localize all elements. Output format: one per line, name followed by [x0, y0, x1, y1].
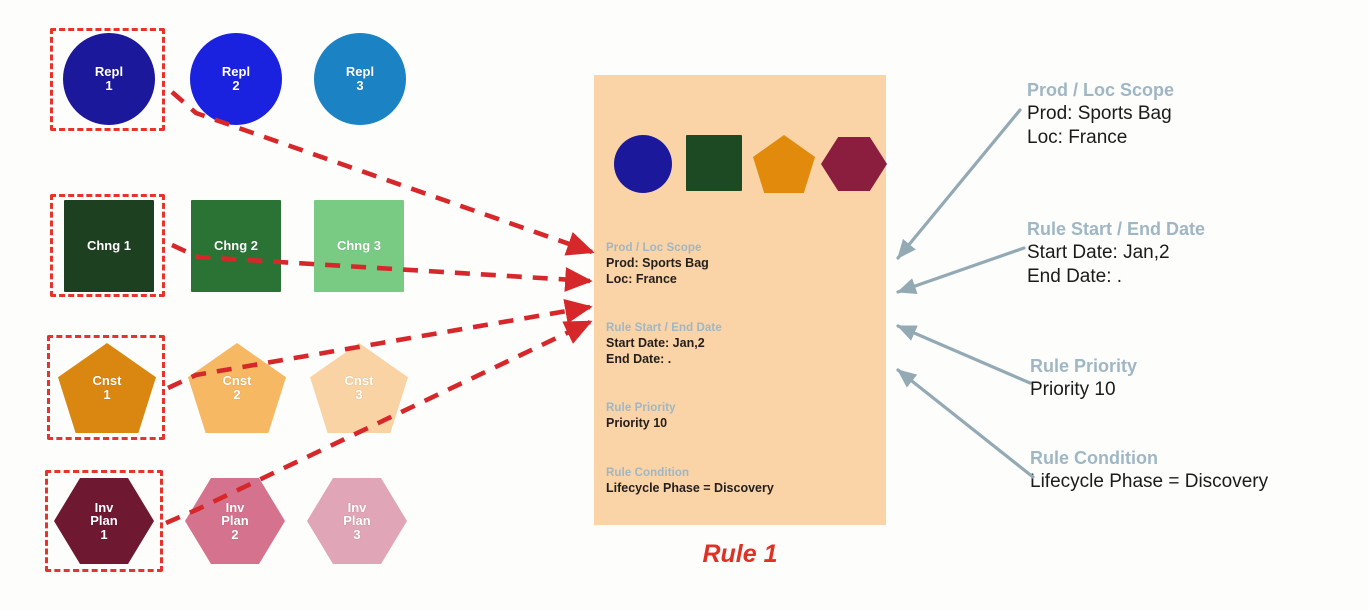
rule-field-title: Prod / Loc Scope	[606, 242, 702, 254]
object-label-top: Repl	[94, 64, 124, 80]
selection-box-cnst-1	[47, 335, 165, 440]
annotation-line: Priority 10	[1030, 378, 1116, 400]
annotation-line: Loc: France	[1027, 127, 1128, 149]
callout-arrow-condition	[896, 368, 1035, 479]
annotation-title: Rule Condition	[1030, 448, 1158, 468]
rule-field-prod-loc-scope: Prod / Loc Scope Prod: Sports Bag Loc: F…	[606, 242, 709, 288]
object-label-bottom: 2	[233, 387, 241, 402]
callout-arrow-prod-loc-scope	[896, 108, 1022, 260]
object-label-top: Repl	[221, 64, 251, 80]
selection-box-chng-1	[50, 194, 165, 297]
rule-field-line: Loc: France	[606, 272, 677, 287]
object-label-top: Cnst	[92, 373, 122, 389]
rule-field-line: Priority 10	[606, 416, 668, 430]
object-label-top: Cnst	[222, 373, 252, 389]
rule-field-line: End Date: .	[606, 352, 672, 367]
selection-box-repl-1	[50, 28, 165, 131]
annotation-title: Rule Start / End Date	[1027, 219, 1206, 239]
object-chng-2[interactable]: Chng 2	[191, 200, 281, 292]
annotation-condition: Rule Condition Lifecycle Phase = Discove…	[1030, 447, 1268, 494]
object-repl-2[interactable]: Repl 2	[190, 33, 282, 125]
rule-field-priority: Rule Priority Priority 10	[606, 402, 676, 431]
object-label-bottom: 1	[100, 526, 108, 542]
object-inv-plan-2[interactable]: Inv Plan 2	[185, 478, 285, 564]
object-label-top: Inv	[94, 499, 114, 515]
rule-field-title: Rule Condition	[606, 467, 690, 479]
callout-arrow-start-end-date	[896, 246, 1026, 294]
object-repl-3[interactable]: Repl 3	[314, 33, 406, 125]
annotation-prod-loc-scope: Prod / Loc Scope Prod: Sports Bag Loc: F…	[1027, 79, 1174, 151]
object-chng-1[interactable]: Chng 1	[64, 200, 154, 292]
object-repl-1[interactable]: Repl 1	[63, 33, 155, 125]
rule-field-line: Prod: Sports Bag	[606, 256, 709, 270]
object-label-top: Chng 1	[86, 238, 132, 254]
object-label-top: Repl	[345, 64, 375, 80]
object-label-bottom: 2	[232, 78, 240, 93]
rule-field-line: Start Date: Jan,2	[606, 336, 705, 350]
annotation-line: Start Date: Jan,2	[1027, 241, 1170, 263]
object-label-top: Inv	[347, 499, 367, 515]
rule-shape-hexagon-icon	[821, 137, 887, 191]
object-label-bottom: 3	[355, 387, 363, 402]
object-label-mid: Plan	[343, 513, 371, 529]
object-label-top: Cnst	[344, 373, 374, 389]
annotation-line: Prod: Sports Bag	[1027, 102, 1172, 124]
rule-card[interactable]: Prod / Loc Scope Prod: Sports Bag Loc: F…	[594, 75, 887, 525]
annotation-line: End Date: .	[1027, 266, 1123, 288]
rule-field-title: Rule Priority	[606, 402, 676, 414]
object-cnst-2[interactable]: Cnst 2	[188, 343, 286, 433]
rule-shape-circle-icon	[614, 135, 672, 193]
selection-box-inv-plan-1	[45, 470, 163, 572]
annotation-start-end-date: Rule Start / End Date Start Date: Jan,2 …	[1027, 218, 1205, 290]
annotation-title: Prod / Loc Scope	[1027, 80, 1175, 100]
callout-arrow-priority	[896, 324, 1032, 385]
rule-field-condition: Rule Condition Lifecycle Phase = Discove…	[606, 467, 774, 496]
annotation-priority: Rule Priority Priority 10	[1030, 355, 1137, 402]
object-label-bottom: 2	[231, 526, 239, 542]
rule-field-title: Rule Start / End Date	[606, 322, 722, 334]
object-chng-3[interactable]: Chng 3	[314, 200, 404, 292]
object-label-top: Chng 3	[336, 238, 382, 254]
rule-shape-square-icon	[686, 135, 742, 191]
rule-card-caption: Rule 1	[702, 540, 778, 568]
object-label-bottom: 3	[356, 78, 364, 93]
object-label-bottom: 1	[103, 387, 111, 402]
annotation-line: Lifecycle Phase = Discovery	[1030, 470, 1269, 492]
rule-card-shape-row	[608, 133, 887, 195]
rule-shape-pentagon-icon	[753, 135, 815, 193]
object-label-top: Chng 2	[213, 238, 259, 254]
object-label-top: Inv	[225, 499, 245, 515]
object-cnst-3[interactable]: Cnst 3	[310, 343, 408, 433]
object-label-mid: Plan	[221, 513, 249, 529]
annotation-title: Rule Priority	[1030, 356, 1138, 376]
object-label-bottom: 1	[105, 78, 113, 93]
object-label-mid: Plan	[90, 513, 118, 529]
object-inv-plan-3[interactable]: Inv Plan 3	[307, 478, 407, 564]
rule-field-line: Lifecycle Phase = Discovery	[606, 481, 774, 495]
object-label-bottom: 3	[353, 526, 361, 542]
rule-field-start-end-date: Rule Start / End Date Start Date: Jan,2 …	[606, 322, 722, 368]
